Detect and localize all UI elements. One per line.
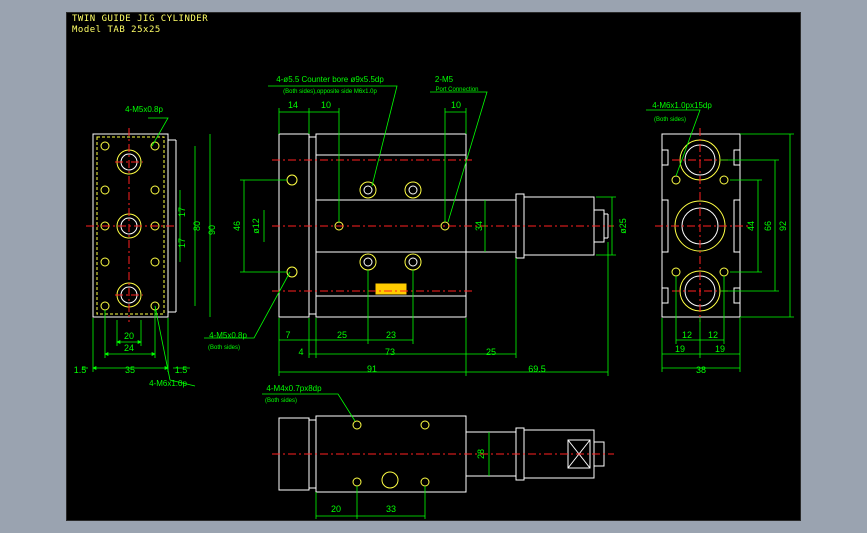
dim-dia12: ø12 [251, 218, 261, 234]
dim-92: 92 [778, 221, 788, 231]
dim-1-5a: 1.5 [74, 365, 87, 375]
dim-69-5: 69.5 [528, 364, 546, 374]
callout-counterbore: 4-ø5.5 Counter bore ø9x5.5dp [276, 75, 384, 84]
right-dimensions [646, 109, 794, 372]
dim-44: 44 [746, 221, 756, 231]
dim-7: 7 [285, 330, 290, 340]
center-centerlines [272, 159, 614, 292]
callout-right-tap: 4-M6x1.0px15dp [652, 101, 712, 110]
right-centerlines [655, 128, 748, 322]
callout-bottom-view-tap: 4-M4x0.7px8dp [266, 384, 322, 393]
dim-12a: 12 [682, 330, 692, 340]
dim-38: 38 [696, 365, 706, 375]
bottom-dimensions [262, 393, 490, 519]
dim-25: 25 [337, 330, 347, 340]
callout-bottom-left-tap: 4-M5x0.8p [209, 331, 247, 340]
model-label: Model TAB 25x25 [72, 25, 161, 35]
center-dim-text: 14 10 10 46 ø12 34 ø25 7 25 23 4 73 25 9… [208, 75, 628, 374]
drawing-frame [66, 12, 801, 521]
left-hidden-outline [96, 136, 165, 315]
callout-port-note: Port Connection [435, 87, 478, 93]
dim-33: 33 [386, 504, 396, 514]
drawing-title: TWIN GUIDE JIG CYLINDER [72, 14, 209, 24]
left-dim-text: 17 17 80 90 20 24 35 1.5 1.5 4-M5x0.8p 4… [74, 105, 217, 388]
left-centerlines [86, 128, 176, 322]
callout-right-tap-note: (Both sides) [654, 117, 686, 123]
dim-10b: 10 [451, 100, 461, 110]
left-end-view [86, 128, 177, 322]
dim-66: 66 [763, 221, 773, 231]
dim-73: 73 [385, 347, 395, 357]
dim-91: 91 [367, 364, 377, 374]
dim-19b: 19 [715, 344, 725, 354]
bottom-view [272, 415, 614, 493]
nameplate [375, 283, 407, 295]
dim-19a: 19 [675, 344, 685, 354]
right-end-view [655, 128, 748, 322]
dim-1-5b: 1.5 [175, 365, 188, 375]
dim-28: 28 [476, 449, 486, 459]
dim-10a: 10 [321, 100, 331, 110]
dim-25b: 25 [486, 347, 496, 357]
dim-90: 90 [207, 225, 217, 235]
dim-80: 80 [192, 221, 202, 231]
dim-46: 46 [232, 221, 242, 231]
dim-20: 20 [124, 331, 134, 341]
callout-bottom-left-note: (Both sides) [208, 345, 240, 351]
callout-left-bottom-tap: 4-M6x1.0p [149, 379, 187, 388]
dim-24: 24 [124, 343, 134, 353]
callout-side-tap: 4-M5x0.8p [125, 105, 163, 114]
callout-counterbore-note: (Both sides),opposite side M6x1.0p [283, 89, 377, 95]
center-side-view [272, 133, 614, 318]
callout-bottom-view-note: (Both sides) [265, 398, 297, 404]
dim-35: 35 [125, 365, 135, 375]
dim-14: 14 [288, 100, 298, 110]
dim-17a: 17 [177, 207, 187, 217]
left-dimensions [82, 117, 211, 387]
dim-20b: 20 [331, 504, 341, 514]
callout-port: 2-M5 [435, 75, 454, 84]
dim-12b: 12 [708, 330, 718, 340]
center-dimensions [204, 85, 616, 376]
bottom-dim-text: 28 20 33 4-M4x0.7px8dp (Both sides) [265, 384, 486, 514]
dim-dia25: ø25 [618, 218, 628, 234]
right-dim-text: 44 66 92 12 12 19 19 38 4-M6x1.0px15dp (… [652, 101, 788, 375]
dim-23: 23 [386, 330, 396, 340]
title-block: TWIN GUIDE JIG CYLINDER Model TAB 25x25 [72, 14, 208, 36]
dim-17b: 17 [177, 238, 187, 248]
dim-4: 4 [298, 347, 303, 357]
dim-34: 34 [474, 221, 484, 231]
